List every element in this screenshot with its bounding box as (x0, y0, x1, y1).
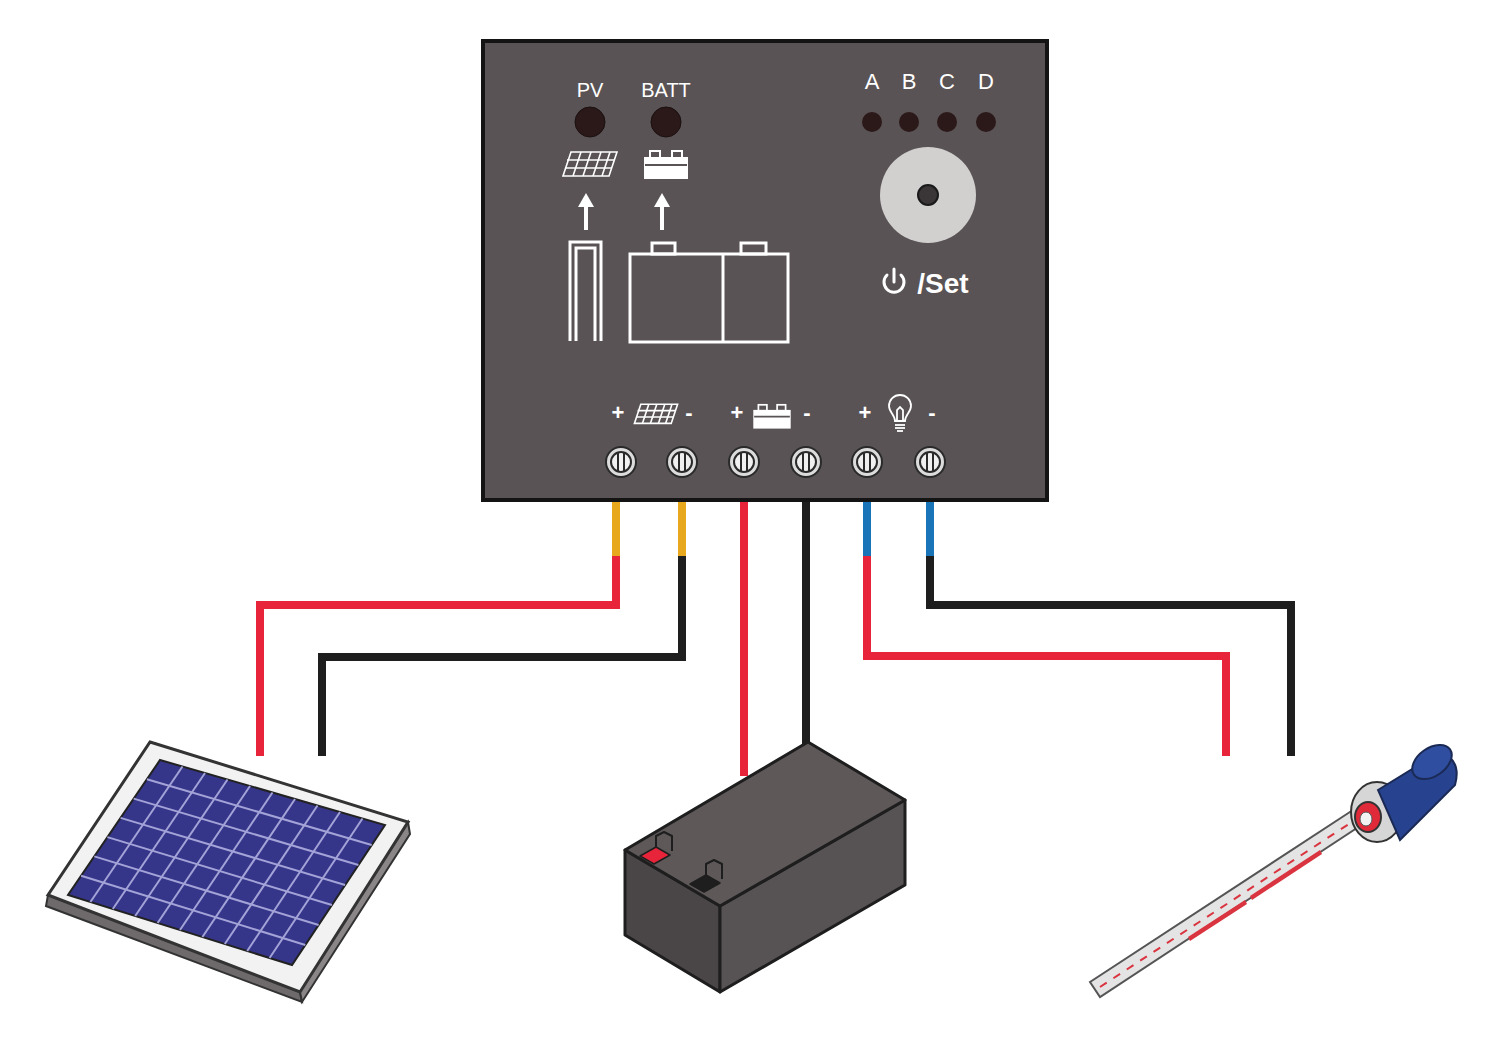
polarity-mark: - (928, 402, 935, 424)
led-label: PV (577, 80, 604, 100)
led-strip-light (1090, 738, 1458, 997)
led-label: C (939, 71, 955, 93)
led-label: BATT (641, 80, 691, 100)
led-label: B (902, 71, 917, 93)
solar-panel (46, 742, 410, 1002)
polarity-mark: - (803, 402, 810, 424)
charge-controller: PV BATT ABC D/Set + - + - + - (481, 39, 1049, 502)
polarity-mark: - (685, 402, 692, 424)
button-label: /Set (917, 270, 968, 298)
led-label: D (978, 71, 994, 93)
led-label: A (865, 71, 880, 93)
battery (625, 742, 905, 992)
polarity-mark: + (612, 402, 625, 424)
polarity-mark: + (859, 402, 872, 424)
polarity-mark: + (731, 402, 744, 424)
